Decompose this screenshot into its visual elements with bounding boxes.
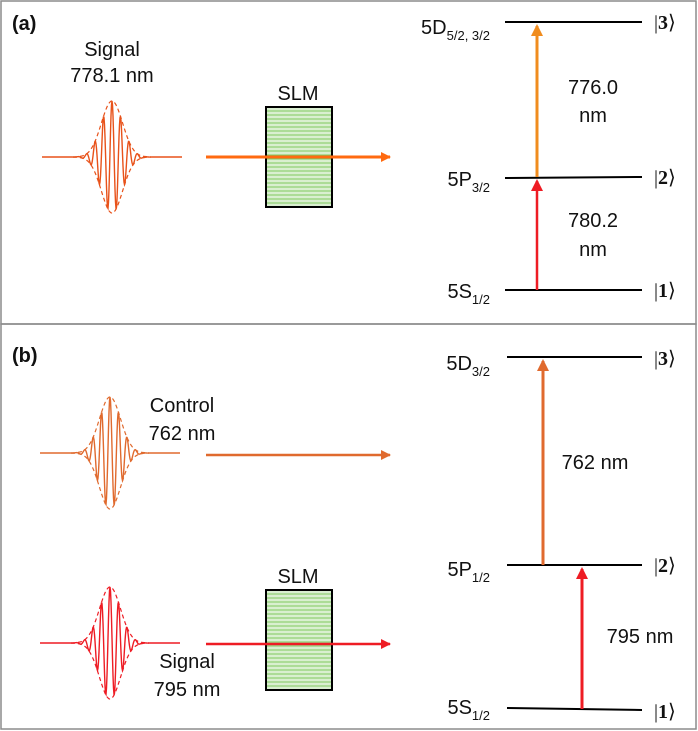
level-a-2-label: 5P3/2 [447,169,490,195]
level-a-3-label: 5D5/2, 3/2 [421,17,490,43]
slm-a [265,106,333,208]
slm-a-stripes [267,110,331,204]
panel-a-slm-label: SLM [277,83,318,105]
slm-b-stripes [267,593,331,687]
control-pulse-envelope-bottom [71,452,149,510]
signal-pulse-a [42,100,182,214]
ket-a-2: |2⟩ [654,167,676,189]
panel-b-control-wavelength: 762 nm [149,423,216,445]
panel-a-label: (a) [12,13,36,35]
signal-pulse-b-wave [40,586,180,697]
level-b-2-label: 5P1/2 [447,559,490,585]
level-b-1-label: 5S1/2 [447,697,490,723]
pulse-a-envelope-top [73,100,151,158]
control-pulse-envelope-top [71,396,149,454]
panel-a-signal-wavelength: 778.1 nm [70,65,153,87]
ket-a-3: |3⟩ [654,12,676,34]
pulse-a-wave [42,100,182,211]
panel-b-signal-wavelength: 795 nm [154,679,221,701]
transition-a-lower-unit: nm [579,239,607,261]
transition-a-upper-unit: nm [579,105,607,127]
transition-b-lower-label: 795 nm [607,626,674,648]
slm-b-box [265,589,333,691]
panel-a-signal-label: Signal [84,39,140,61]
transition-a-upper-value: 776.0 [568,77,618,99]
panel-b-label: (b) [12,345,38,367]
panel-b-slm-label: SLM [277,566,318,588]
signal-pulse-b-envelope-top [71,586,149,644]
transition-b-upper-label: 762 nm [562,452,629,474]
ket-b-1: |1⟩ [654,701,676,723]
signal-pulse-b [40,586,180,700]
panel-b-control-label: Control [150,395,214,417]
control-pulse [40,396,180,510]
panel-b-frame [0,323,697,730]
ket-b-2: |2⟩ [654,555,676,577]
ket-b-3: |3⟩ [654,348,676,370]
level-b-3-label: 5D3/2 [446,353,490,379]
level-b-1-line [506,707,643,711]
panel-b-signal-label: Signal [159,651,215,673]
pulse-a-envelope-bottom [73,156,151,214]
ket-a-1: |1⟩ [654,280,676,302]
transition-a-lower-value: 780.2 [568,210,618,232]
slm-b [265,589,333,691]
level-a-2-line [504,176,643,179]
signal-pulse-b-envelope-bottom [71,642,149,700]
control-pulse-wave [40,396,180,507]
level-a-1-label: 5S1/2 [447,281,490,307]
